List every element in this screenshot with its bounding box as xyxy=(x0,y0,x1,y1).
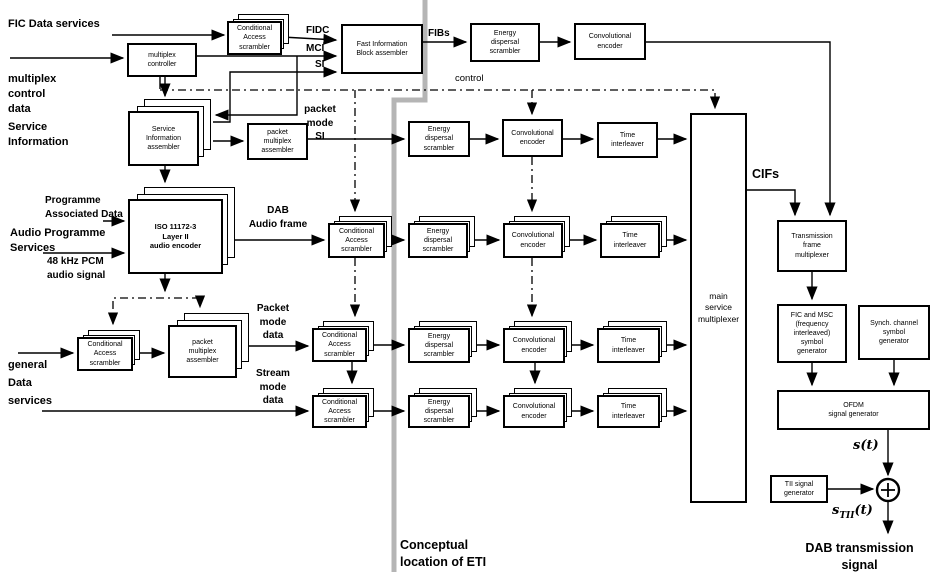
convolutional-encoder-row3: Convolutional encoder xyxy=(503,321,572,363)
label-packet-mode-data: Packet mode data xyxy=(256,303,290,341)
energy-dispersal-scrambler-fic: Energy dispersal scrambler xyxy=(470,23,540,62)
label-si: SI xyxy=(315,59,325,70)
energy-dispersal-scrambler-row3: Energy dispersal scrambler xyxy=(408,321,477,363)
time-interleaver-row2: Time interleaver xyxy=(600,216,667,258)
label-fic-data-services: FIC Data services xyxy=(8,18,100,30)
label-dab-transmission-signal: DAB transmission signal xyxy=(805,541,914,572)
ofdm-signal-generator: OFDM signal generator xyxy=(777,390,930,430)
label-cifs: CIFs xyxy=(752,167,780,181)
label-conceptual-location-eti: Conceptual location of ETI xyxy=(400,538,487,569)
time-interleaver-row4: Time interleaver xyxy=(597,388,667,428)
label-s-tii-tail: (t) xyxy=(854,503,873,518)
synch-channel-symbol-generator: Synch. channel symbol generator xyxy=(858,305,930,360)
conditional-access-scrambler-general: Conditional Access scrambler xyxy=(77,330,140,371)
eti-divider-line xyxy=(391,0,428,572)
control-wires xyxy=(107,89,721,326)
conditional-access-scrambler-audio: Conditional Access scrambler xyxy=(328,216,392,258)
label-s-tii-sub: TII xyxy=(839,511,855,521)
label-fidc: FIDC xyxy=(306,25,330,36)
label-control: control xyxy=(455,73,484,84)
conditional-access-scrambler-row3: Conditional Access scrambler xyxy=(312,321,374,362)
service-information-assembler: Service Information assembler xyxy=(128,99,211,166)
label-audio-programme-services: Audio Programme Services xyxy=(10,227,106,254)
label-programme-associated-data: Programme Associated Data xyxy=(45,195,123,220)
label-packet-mode-si: packet mode SI xyxy=(304,104,336,142)
transmission-frame-multiplexer: Transmission frame multiplexer xyxy=(777,220,847,272)
label-stream-mode-data: Stream mode data xyxy=(256,368,290,406)
energy-dispersal-scrambler-row1: Energy dispersal scrambler xyxy=(408,121,470,157)
label-dab-audio-frame: DAB Audio frame xyxy=(248,205,308,230)
convolutional-encoder-row4: Convolutional encoder xyxy=(503,388,572,428)
label-s-tii-base: s xyxy=(832,503,840,518)
iso-11172-3-audio-encoder: ISO 11172-3 Layer II audio encoder xyxy=(128,187,235,274)
time-interleaver-row3: Time interleaver xyxy=(597,321,667,363)
packet-multiplex-assembler-si: packet multiplex assembler xyxy=(247,123,308,160)
tii-signal-generator: TII signal generator xyxy=(770,475,828,503)
energy-dispersal-scrambler-row4: Energy dispersal scrambler xyxy=(408,388,477,428)
main-service-multiplexer: main service multiplexer xyxy=(690,113,747,503)
energy-dispersal-scrambler-row2: Energy dispersal scrambler xyxy=(408,216,475,258)
convolutional-encoder-row1: Convolutional encoder xyxy=(502,119,563,157)
convolutional-encoder-row2: Convolutional encoder xyxy=(503,216,570,258)
multiplex-controller: multiplex controller xyxy=(127,43,197,77)
label-s-t: s(t) xyxy=(853,438,879,453)
label-service-information: Service Information xyxy=(8,121,69,148)
time-interleaver-row1: Time interleaver xyxy=(597,122,658,158)
label-general-data-services: general Data services xyxy=(8,359,53,408)
adder-icon xyxy=(875,477,901,503)
label-fibs: FIBs xyxy=(428,28,450,39)
label-mci: MCI xyxy=(306,43,325,54)
label-pcm-audio-signal: 48 kHz PCM audio signal xyxy=(47,256,106,281)
conditional-access-scrambler-row4: Conditional Access scrambler xyxy=(312,388,374,428)
fic-msc-symbol-generator: FIC and MSC (frequency interleaved) symb… xyxy=(777,304,847,363)
convolutional-encoder-fic: Convolutional encoder xyxy=(574,23,646,60)
packet-multiplex-assembler-data: packet multiplex assembler xyxy=(168,313,249,378)
label-s-tii: sTII(t) xyxy=(832,502,873,522)
fast-information-block-assembler: Fast Information Block assembler xyxy=(341,24,423,74)
fic-conditional-access-scrambler: Conditional Access scrambler xyxy=(227,14,289,55)
solid-wires xyxy=(10,29,900,535)
label-multiplex-control-data: multiplex control data xyxy=(8,73,57,115)
